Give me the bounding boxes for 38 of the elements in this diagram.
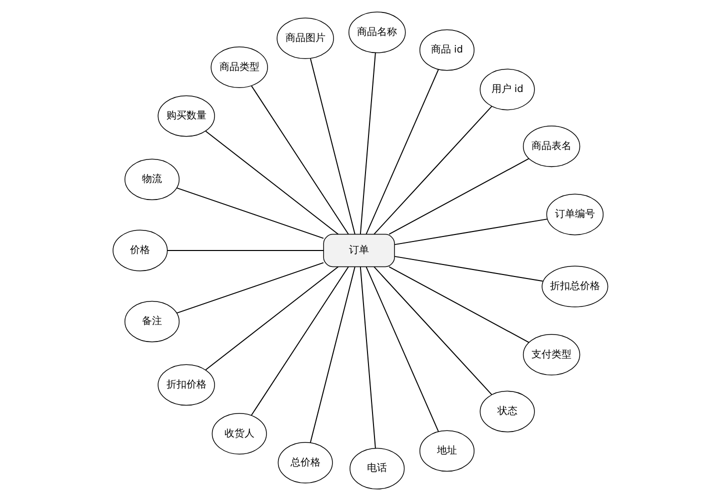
connector (388, 266, 530, 342)
connector (176, 186, 324, 238)
connector (366, 68, 439, 234)
node-ellipse: 商品表名 (522, 125, 580, 167)
connector (310, 58, 356, 234)
node-ellipse: 状态 (480, 390, 535, 432)
node-ellipse: 商品类型 (210, 46, 268, 88)
connector (251, 84, 349, 234)
connector (310, 266, 356, 443)
node-ellipse: 商品 id (419, 28, 474, 70)
node-ellipse: 商品图片 (276, 17, 334, 59)
node-ellipse: 物流 (124, 158, 180, 200)
connector (374, 105, 492, 234)
node-ellipse: 折扣价格 (158, 364, 215, 406)
node-ellipse: 支付类型 (522, 333, 580, 375)
connector (394, 255, 544, 282)
node-ellipse: 备注 (124, 300, 180, 342)
connector (394, 218, 548, 245)
node-ellipse: 电话 (350, 447, 405, 489)
connector (176, 262, 324, 314)
connector (366, 266, 439, 432)
node-ellipse: 用户 id (480, 68, 535, 110)
node-ellipse: 折扣总价格 (542, 265, 608, 307)
connector (205, 130, 339, 234)
connector (374, 266, 492, 395)
node-ellipse: 订单编号 (546, 193, 604, 235)
connector (360, 266, 376, 448)
connector (205, 266, 339, 370)
node-ellipse: 地址 (419, 430, 474, 472)
node-ellipse: 总价格 (278, 441, 333, 483)
connector (250, 266, 349, 416)
node-ellipse: 收货人 (212, 412, 267, 454)
node-ellipse: 商品名称 (348, 11, 406, 53)
node-box: 订单 (323, 233, 395, 267)
node-ellipse: 购买数量 (158, 94, 215, 136)
node-ellipse: 价格 (112, 229, 168, 271)
connector (388, 158, 530, 234)
connector (360, 52, 376, 234)
